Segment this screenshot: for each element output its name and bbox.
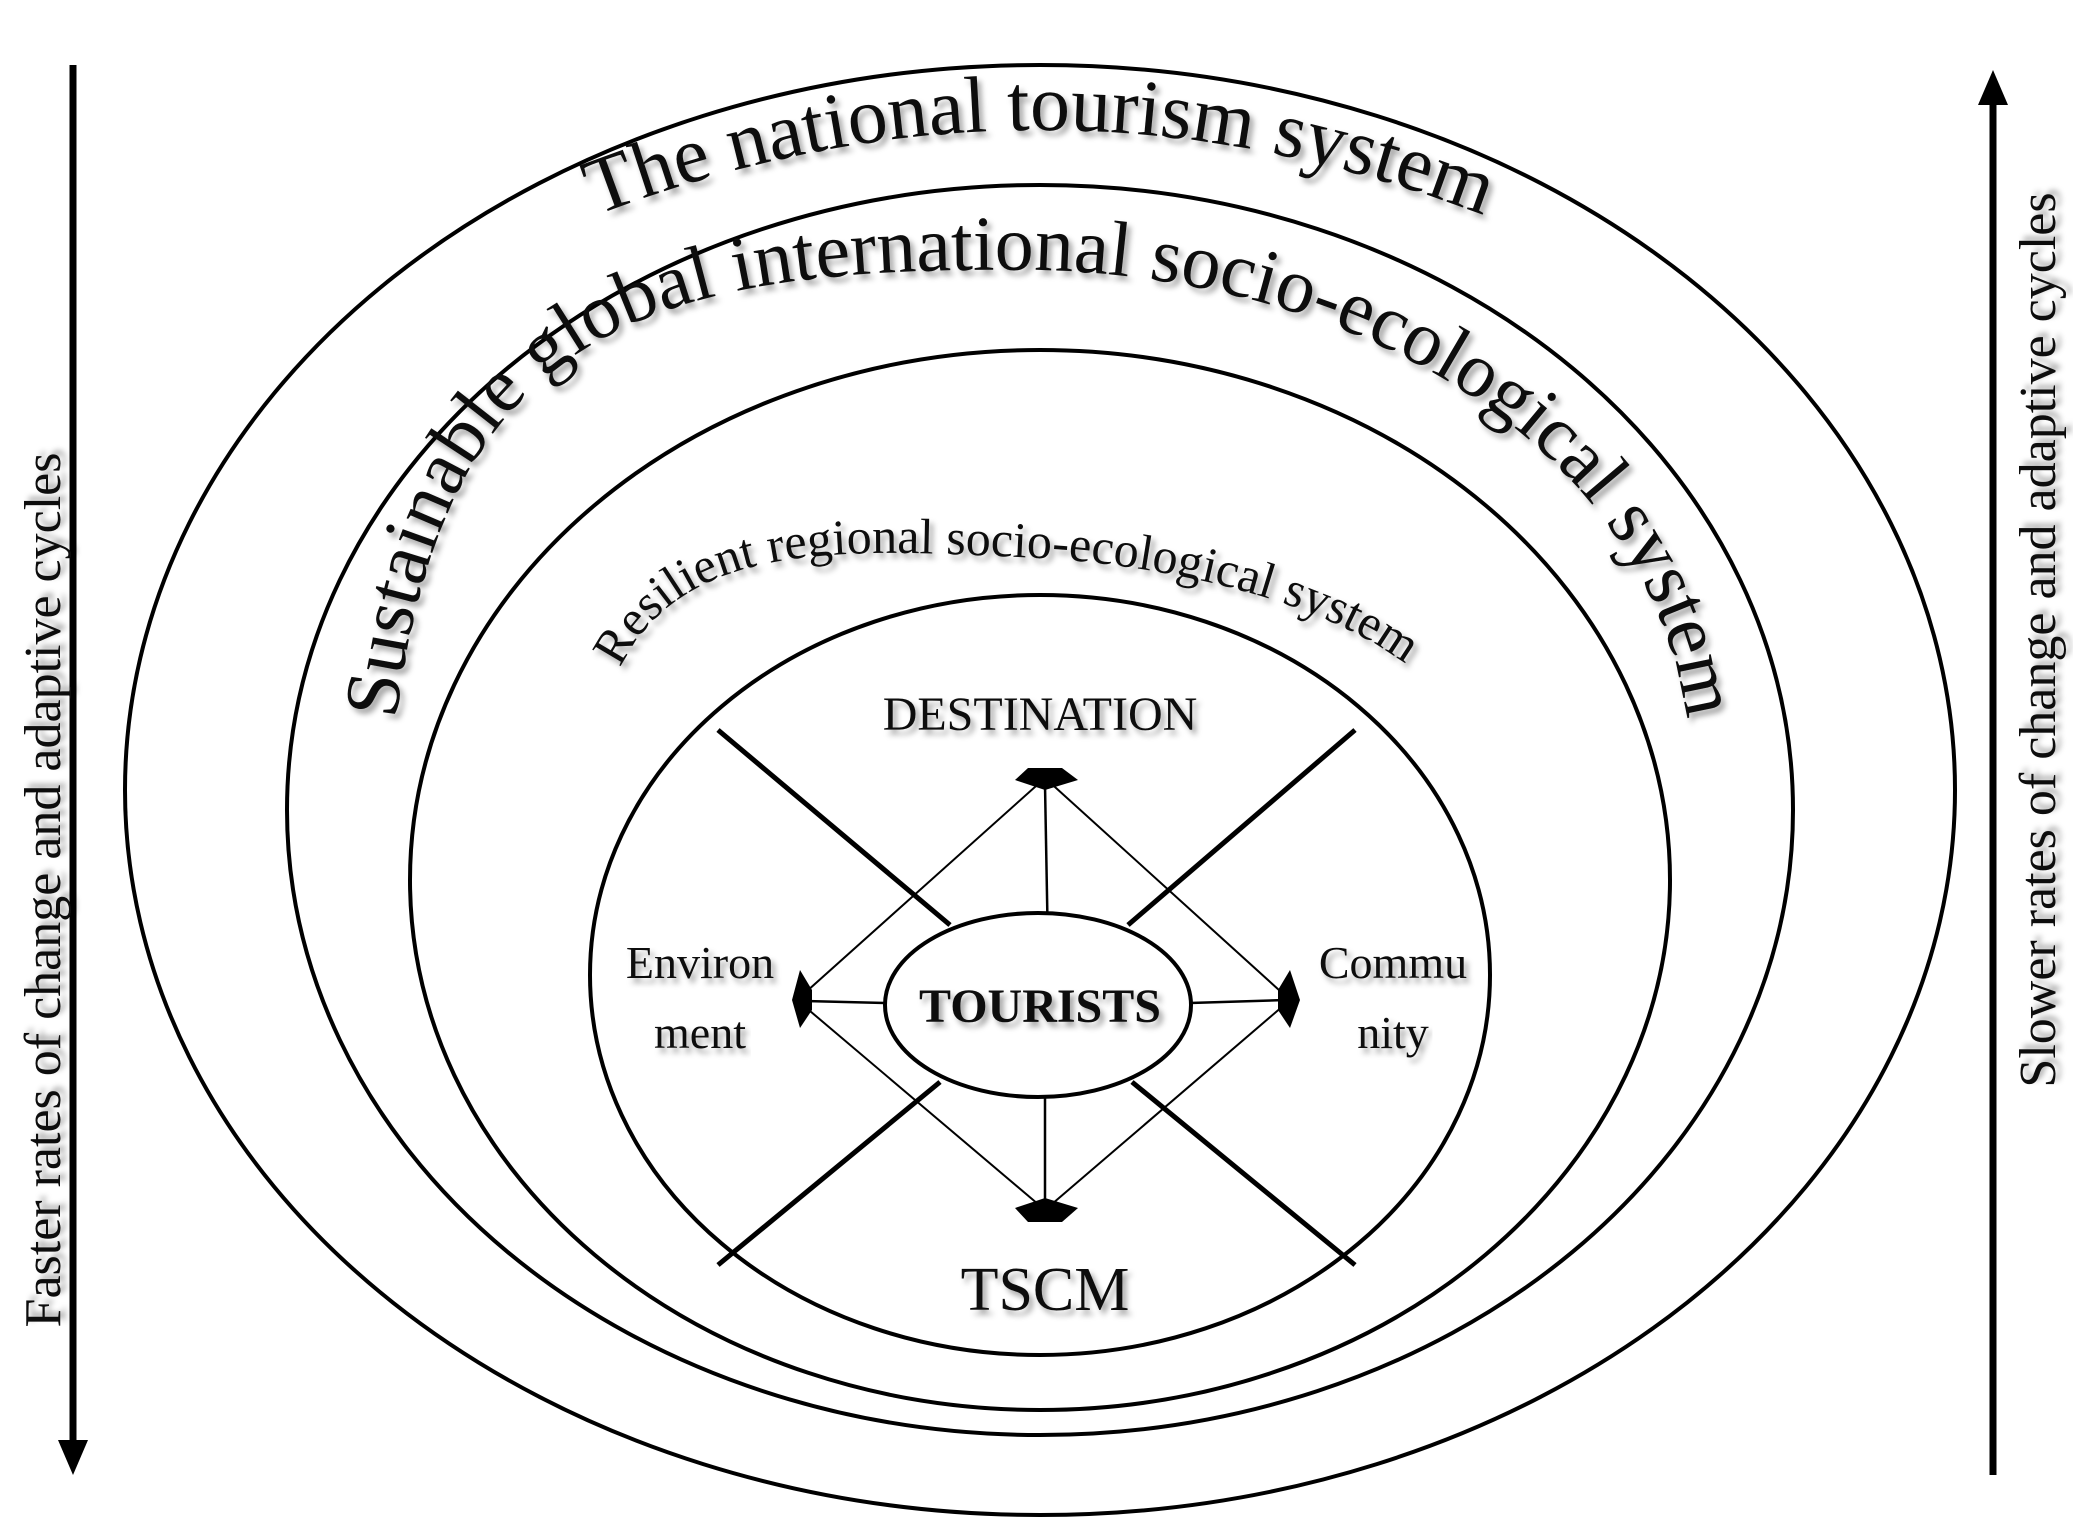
second-ring [285, 183, 1795, 1437]
left-side-label: Faster rates of change and adaptive cycl… [15, 453, 72, 1328]
tourists-label: TOURISTS [919, 980, 1161, 1033]
environment-marker [792, 970, 812, 1028]
destination-label: DESTINATION [883, 688, 1198, 741]
second-ring-label: Sustainable global international socio-e… [327, 200, 1757, 723]
environment-label-line2: ment [654, 1007, 746, 1058]
outer-ring [123, 63, 1957, 1517]
tscm-marker [1015, 1198, 1078, 1222]
right-arrow [1978, 70, 2008, 1475]
diamond-connectors [796, 777, 1291, 1211]
community-marker [1278, 970, 1300, 1028]
right-side-label: Slower rates of change and adaptive cycl… [2010, 192, 2067, 1087]
node-markers [792, 768, 1300, 1222]
tourists-ellipse [883, 911, 1193, 1099]
inner-ring [588, 593, 1492, 1357]
environment-label-line1: Environ [626, 937, 774, 988]
left-arrow [58, 65, 88, 1475]
third-ring-label: Resilient regional socio-ecological syst… [581, 508, 1431, 673]
destination-marker [1015, 768, 1078, 790]
community-label-line2: nity [1357, 1007, 1429, 1058]
tscm-label: TSCM [961, 1256, 1130, 1324]
community-label-line1: Commu [1319, 937, 1467, 988]
inner-dividers [716, 728, 1357, 1267]
third-ring [408, 348, 1672, 1412]
